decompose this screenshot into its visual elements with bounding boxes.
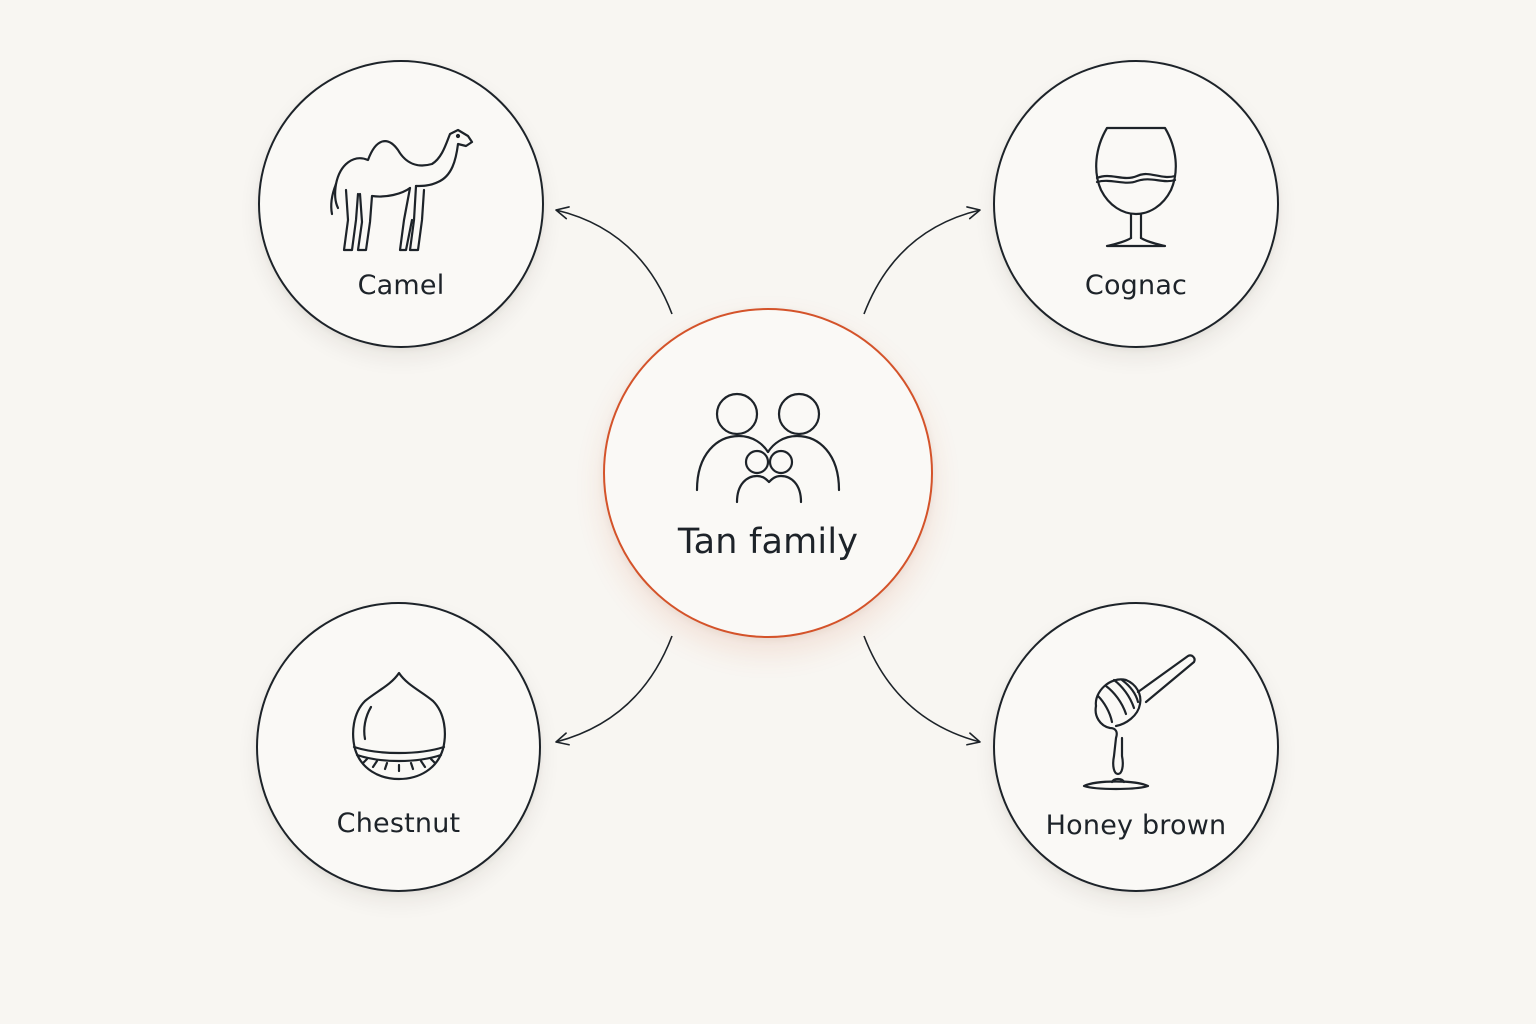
chestnut-icon xyxy=(349,669,449,789)
branch-node-camel[interactable]: Camel xyxy=(258,60,544,348)
family-icon xyxy=(693,390,843,514)
cognac-glass-icon xyxy=(1091,124,1181,258)
branch-label-honey-brown: Honey brown xyxy=(1045,810,1227,841)
arrow-to-honey-brown xyxy=(863,635,981,746)
arrow-to-camel xyxy=(555,206,673,315)
center-node-label: Tan family xyxy=(677,522,859,562)
branch-label-camel: Camel xyxy=(357,270,445,301)
branch-label-cognac: Cognac xyxy=(1084,270,1188,301)
honey-dipper-icon xyxy=(1076,646,1196,800)
branch-node-honey-brown[interactable]: Honey brown xyxy=(993,602,1279,892)
branch-node-chestnut[interactable]: Chestnut xyxy=(256,602,541,892)
arrow-to-chestnut xyxy=(555,635,673,746)
arrow-to-cognac xyxy=(863,206,981,315)
camel-icon xyxy=(326,124,476,258)
center-node-tan-family[interactable]: Tan family xyxy=(603,308,933,638)
branch-label-chestnut: Chestnut xyxy=(336,808,461,839)
branch-node-cognac[interactable]: Cognac xyxy=(993,60,1279,348)
